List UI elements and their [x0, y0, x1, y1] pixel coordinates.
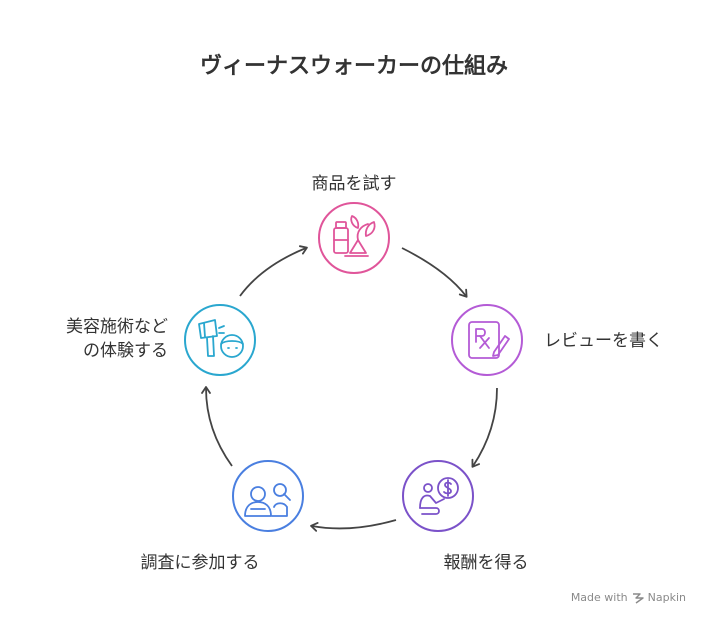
arrow-reward-to-research	[310, 519, 397, 532]
step-label-earn-reward: 報酬を得る	[443, 553, 529, 573]
product-trial-icon	[333, 215, 376, 257]
step-label-research: 調査に参加する	[140, 553, 260, 573]
research-participation-icon	[244, 483, 291, 517]
step-node-product-trial	[318, 202, 390, 274]
step-label-beauty-treatment: 美容施術など の体験する	[20, 315, 168, 363]
napkin-watermark[interactable]: Made with Napkin	[571, 591, 686, 604]
arrow-review-to-reward	[471, 387, 498, 468]
step-node-earn-reward	[402, 460, 474, 532]
prescription-write-icon	[468, 321, 510, 359]
diagram-title: ヴィーナスウォーカーの仕組み	[199, 54, 508, 79]
arrow-beauty-to-trial	[239, 245, 308, 297]
step-label-beauty-line2: の体験する	[83, 341, 168, 361]
step-label-beauty-line1: 美容施術など	[66, 317, 168, 337]
step-node-beauty-treatment	[184, 304, 256, 376]
beauty-treatment-icon	[198, 319, 244, 358]
napkin-logo-icon	[632, 592, 644, 604]
earn-reward-icon	[419, 477, 459, 515]
step-label-product-trial: 商品を試す	[311, 174, 397, 194]
watermark-made-with: Made with	[570, 591, 628, 604]
watermark-brand: Napkin	[647, 591, 686, 604]
arrow-trial-to-review	[401, 247, 468, 298]
step-node-write-review	[451, 304, 523, 376]
arrow-research-to-beauty	[201, 386, 233, 467]
step-node-research	[232, 460, 304, 532]
step-label-write-review: レビューを書く	[544, 331, 663, 351]
